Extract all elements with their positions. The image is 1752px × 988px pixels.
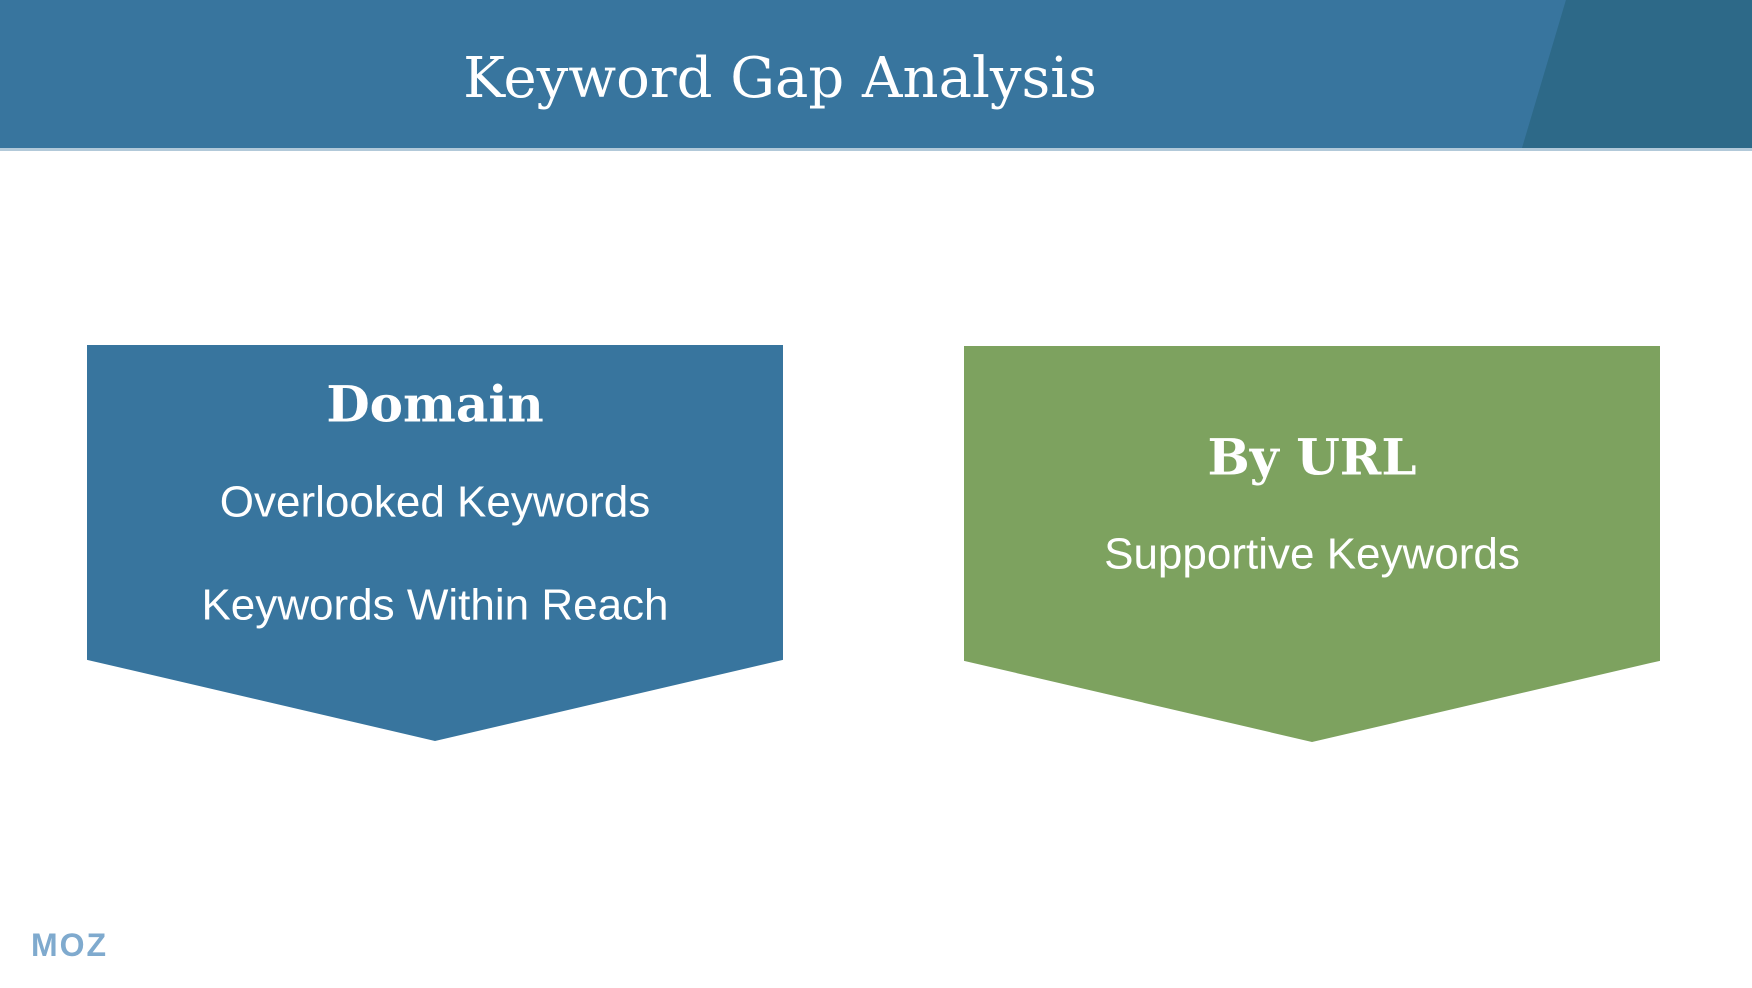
header-accent-wedge: [1522, 0, 1752, 148]
domain-banner-item: Overlooked Keywords: [219, 477, 651, 527]
page-title: Keyword Gap Analysis: [463, 45, 1097, 111]
header-underline: [0, 148, 1752, 151]
domain-banner-item: Keywords Within Reach: [201, 580, 669, 630]
moz-logo: MOZ: [31, 927, 109, 963]
header-bar: [0, 0, 1752, 148]
url-banner-item: Supportive Keywords: [1104, 529, 1520, 579]
domain-banner: Domain Overlooked Keywords Keywords With…: [87, 345, 783, 741]
url-banner: By URL Supportive Keywords: [964, 346, 1660, 742]
domain-banner-title: Domain: [326, 374, 544, 434]
url-banner-title: By URL: [1207, 427, 1417, 487]
